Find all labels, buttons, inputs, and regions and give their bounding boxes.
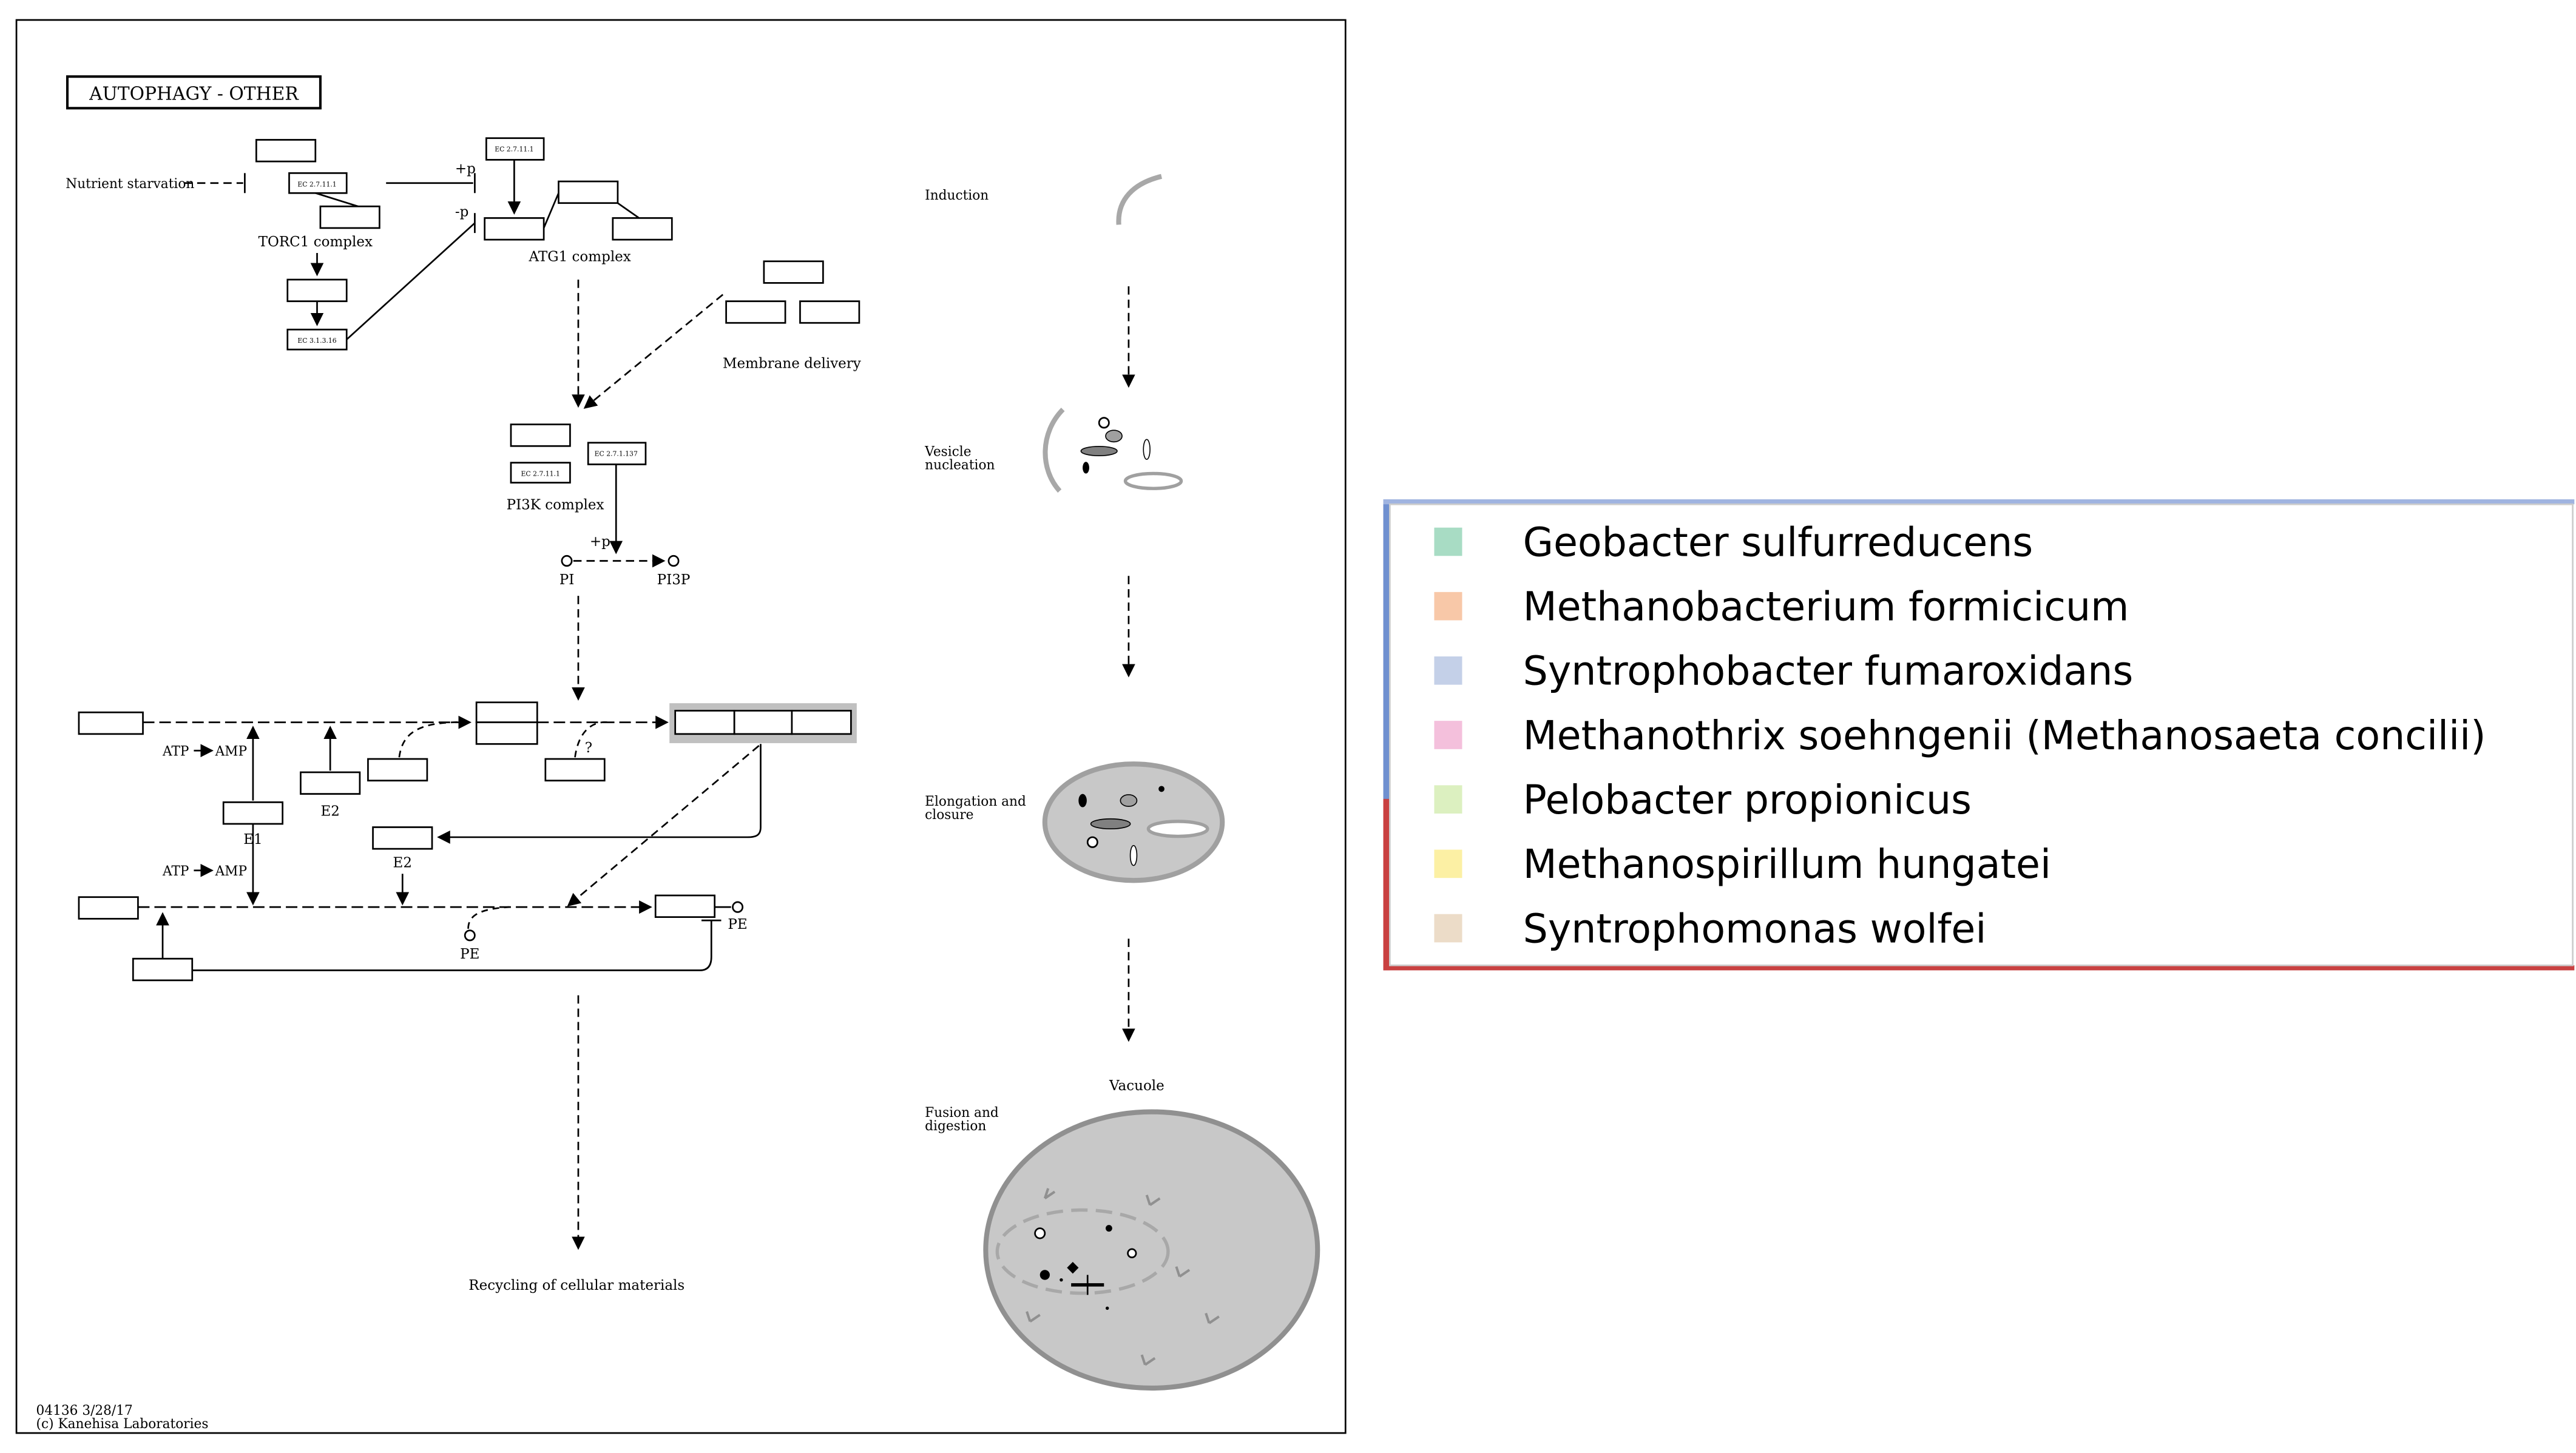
label-amp: AMP bbox=[215, 864, 247, 879]
label-e2: E2 bbox=[320, 803, 339, 819]
gene-box[interactable] bbox=[78, 711, 144, 735]
autophagosome-icon bbox=[1042, 761, 1225, 883]
legend-frame-top bbox=[1383, 499, 2575, 505]
legend-swatch bbox=[1434, 849, 1462, 878]
gene-box[interactable] bbox=[78, 896, 139, 920]
gene-box[interactable] bbox=[475, 701, 538, 724]
stage-induction: Induction bbox=[925, 188, 989, 203]
label-torc1-complex: TORC1 complex bbox=[259, 234, 373, 250]
legend-swatch bbox=[1434, 721, 1462, 749]
gene-box[interactable] bbox=[725, 300, 786, 324]
gene-box[interactable] bbox=[733, 710, 793, 735]
gene-box[interactable] bbox=[558, 180, 619, 204]
legend: Geobacter sulfurreducensMethanobacterium… bbox=[1383, 499, 2575, 971]
legend-swatch bbox=[1434, 656, 1462, 685]
label-e2: E2 bbox=[393, 855, 412, 871]
gene-box[interactable] bbox=[372, 826, 433, 850]
stage-fusion-digestion: Fusion and digestion bbox=[925, 1105, 1002, 1134]
gene-box[interactable] bbox=[319, 205, 380, 229]
label-plus-p: +p bbox=[590, 534, 610, 550]
legend-item: Methanobacterium formicicum bbox=[1434, 584, 2129, 630]
enzyme-label: EC 2.7.11.1 bbox=[521, 470, 560, 478]
gene-box[interactable] bbox=[286, 278, 348, 302]
label-amp: AMP bbox=[215, 744, 247, 759]
legend-swatch bbox=[1434, 592, 1462, 621]
enzyme-label: EC 2.7.11.1 bbox=[495, 146, 533, 153]
label-pi3p: PI3P bbox=[657, 572, 691, 588]
label-atg1-complex: ATG1 complex bbox=[529, 249, 631, 265]
legend-swatch bbox=[1434, 527, 1462, 556]
legend-label: Methanobacterium formicicum bbox=[1523, 584, 2129, 630]
gene-box[interactable] bbox=[763, 260, 824, 284]
gene-box[interactable] bbox=[510, 462, 571, 484]
enzyme-label: EC 2.7.11.1 bbox=[297, 180, 336, 188]
label-pe: PE bbox=[460, 946, 479, 962]
legend-swatch bbox=[1434, 785, 1462, 814]
legend-item: Methanospirillum hungatei bbox=[1434, 841, 2051, 888]
gene-box[interactable] bbox=[300, 771, 361, 795]
gene-box[interactable] bbox=[544, 758, 606, 782]
gene-box[interactable] bbox=[222, 801, 284, 825]
legend-label: Methanothrix soehngenii (Methanosaeta co… bbox=[1523, 712, 2486, 759]
gene-box[interactable] bbox=[510, 423, 571, 447]
legend-item: Syntrophobacter fumaroxidans bbox=[1434, 648, 2133, 695]
label-vacuole: Vacuole bbox=[1109, 1078, 1165, 1094]
gene-box[interactable] bbox=[255, 139, 317, 163]
label-membrane-delivery: Membrane delivery bbox=[723, 356, 862, 371]
legend-label: Pelobacter propionicus bbox=[1523, 777, 1972, 824]
gene-box[interactable] bbox=[132, 957, 194, 982]
footer-id-date: 04136 3/28/17 bbox=[36, 1403, 133, 1418]
label-plus-p: +p bbox=[455, 161, 476, 177]
gene-box[interactable] bbox=[587, 442, 647, 465]
label-atp: ATP bbox=[162, 864, 189, 879]
vacuole-icon bbox=[983, 1109, 1320, 1391]
gene-box[interactable] bbox=[674, 710, 735, 735]
footer-copyright: (c) Kanehisa Laboratories bbox=[36, 1417, 209, 1432]
legend-item: Geobacter sulfurreducens bbox=[1434, 519, 2033, 566]
legend-box bbox=[1388, 503, 2574, 966]
label-nutrient-starvation: Nutrient starvation bbox=[66, 177, 194, 192]
legend-label: Methanospirillum hungatei bbox=[1523, 841, 2051, 888]
label-pi: PI bbox=[559, 572, 575, 588]
gene-box[interactable] bbox=[288, 172, 348, 194]
stage-elongation-closure: Elongation and closure bbox=[925, 794, 1030, 823]
legend-label: Syntrophomonas wolfei bbox=[1523, 906, 1987, 952]
legend-item: Pelobacter propionicus bbox=[1434, 777, 1972, 824]
gene-box[interactable] bbox=[484, 217, 545, 241]
gene-box[interactable] bbox=[485, 137, 545, 161]
enzyme-label: EC 2.7.1.137 bbox=[595, 450, 638, 458]
legend-frame-bottom bbox=[1383, 965, 2575, 971]
legend-label: Syntrophobacter fumaroxidans bbox=[1523, 648, 2134, 695]
gene-box[interactable] bbox=[799, 300, 860, 324]
vesicle-nucleation-icon bbox=[1043, 407, 1183, 493]
title-box bbox=[66, 75, 322, 110]
stage-vesicle-nucleation: Vesicle nucleation bbox=[924, 445, 995, 473]
label-minus-p: -p bbox=[455, 204, 469, 220]
enzyme-label: EC 3.1.3.16 bbox=[297, 337, 336, 345]
legend-swatch bbox=[1434, 914, 1462, 943]
phagophore-icon bbox=[1116, 174, 1162, 225]
label-pi3k-complex: PI3K complex bbox=[507, 497, 604, 513]
gene-box[interactable] bbox=[286, 328, 348, 351]
map-title: AUTOPHAGY - OTHER bbox=[89, 83, 299, 104]
legend-item: Syntrophomonas wolfei bbox=[1434, 906, 1986, 952]
label-question: ? bbox=[585, 740, 592, 756]
gene-box[interactable] bbox=[654, 894, 716, 918]
gene-box[interactable] bbox=[367, 758, 428, 782]
label-recycling: Recycling of cellular materials bbox=[468, 1278, 685, 1293]
legend-label: Geobacter sulfurreducens bbox=[1523, 519, 2033, 566]
gene-box[interactable] bbox=[791, 710, 852, 735]
gene-box[interactable] bbox=[475, 721, 538, 745]
gene-box[interactable] bbox=[612, 217, 673, 241]
label-atp: ATP bbox=[162, 744, 189, 759]
label-pe: PE bbox=[728, 917, 747, 932]
legend-item: Methanothrix soehngenii (Methanosaeta co… bbox=[1434, 712, 2486, 759]
